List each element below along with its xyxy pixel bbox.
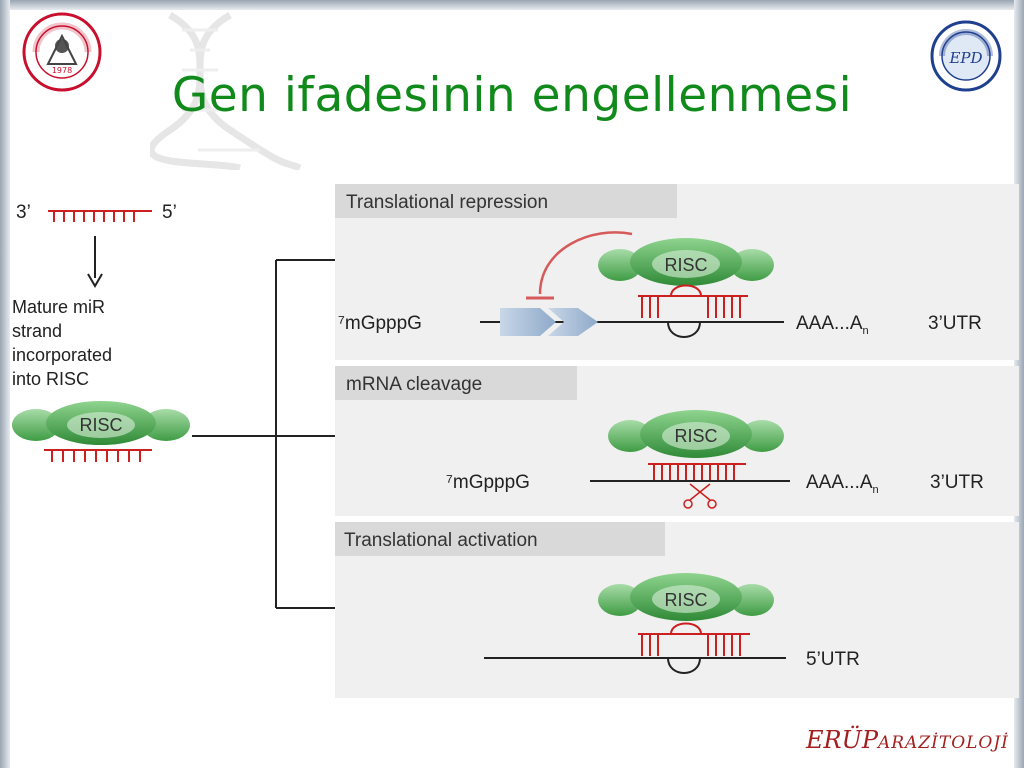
- inhibition-arc: [538, 231, 633, 295]
- risc-complex-cleavage: RISC: [608, 410, 784, 458]
- slide-title: Gen ifadesinin engellenmesi: [171, 68, 853, 123]
- parazitoloji-logo: EPD: [930, 20, 1002, 92]
- erciyes-university-logo: 1978: [22, 12, 102, 92]
- mirna-bound-repression: [638, 284, 748, 318]
- brand-part-2: P: [861, 726, 878, 754]
- polya-sub-cleavage: n: [873, 484, 879, 496]
- mature-mir-caption: Mature miR strand incorporated into RISC: [12, 297, 112, 389]
- polya-label-repression: AAA...A: [796, 313, 863, 334]
- scissors-icon: [683, 483, 717, 509]
- utr-label-cleavage: 3’UTR: [930, 472, 984, 493]
- polya-label-cleavage: AAA...A: [806, 472, 873, 493]
- brand-part-1: ERÜ: [806, 726, 862, 754]
- logo-year-text: 1978: [52, 66, 72, 75]
- caption-line-2: strand: [12, 321, 62, 341]
- erü-parazitoloji-brand: ERÜPARAZİTOLOJİ: [806, 726, 1009, 754]
- mirna-strand-left: [44, 449, 152, 462]
- dna-watermark-graphic: [150, 11, 302, 170]
- panel-translational-repression: Translational repression RISC ⁷mGpppG AA…: [335, 184, 1019, 360]
- utr-label-activation: 5’UTR: [806, 649, 860, 670]
- risc-complex-left: RISC: [12, 401, 190, 445]
- cap-label-cleavage: ⁷mGpppG: [446, 472, 530, 493]
- brand-part-3: ARAZİTOLOJİ: [877, 733, 1009, 753]
- caption-line-4: into RISC: [12, 369, 89, 389]
- risc-label-cleavage: RISC: [674, 426, 717, 446]
- slide-frame-top: [0, 0, 1024, 10]
- cap-label-repression: ⁷mGpppG: [338, 313, 422, 334]
- risc-label-repression: RISC: [664, 255, 707, 275]
- panel-header-repression: Translational repression: [346, 192, 548, 213]
- risc-complex-repression: RISC: [598, 238, 774, 286]
- panel-header-activation: Translational activation: [344, 530, 538, 551]
- risc-label-left: RISC: [79, 415, 122, 435]
- mirna-bound-activation: [638, 622, 750, 656]
- panel-mrna-cleavage: mRNA cleavage RISC ⁷mGpppG AAA...An 3’U: [335, 366, 1019, 516]
- svg-text:AAA...An: AAA...An: [796, 313, 869, 337]
- svg-text:AAA...An: AAA...An: [806, 472, 879, 496]
- caption-line-3: incorporated: [12, 345, 112, 365]
- mirna-mechanism-diagram: 3’ 5’ Mature miR strand incorporated int…: [12, 184, 1019, 698]
- ribosome-shape: [500, 308, 556, 336]
- panel-header-cleavage: mRNA cleavage: [346, 374, 482, 395]
- mrna-loop-activation: [667, 657, 701, 674]
- mirna-3prime-label: 3’: [16, 202, 31, 223]
- slide-frame-left: [0, 0, 10, 768]
- mirna-bound-cleavage: [648, 463, 746, 482]
- mirna-5prime-label: 5’: [162, 202, 177, 223]
- caption-line-1: Mature miR: [12, 297, 105, 317]
- ribosome-shape-2: [548, 308, 598, 336]
- risc-complex-activation: RISC: [598, 573, 774, 621]
- panel-translational-activation: Translational activation RISC 5’UTR: [335, 522, 1019, 698]
- mirna-duplex: 3’ 5’: [16, 202, 177, 223]
- risc-label-activation: RISC: [664, 590, 707, 610]
- utr-label-repression: 3’UTR: [928, 313, 982, 334]
- logo-monogram-text: EPD: [948, 49, 982, 67]
- down-arrow: [87, 236, 103, 288]
- polya-sub-repression: n: [863, 325, 869, 337]
- mrna-loop-repression: [667, 321, 701, 338]
